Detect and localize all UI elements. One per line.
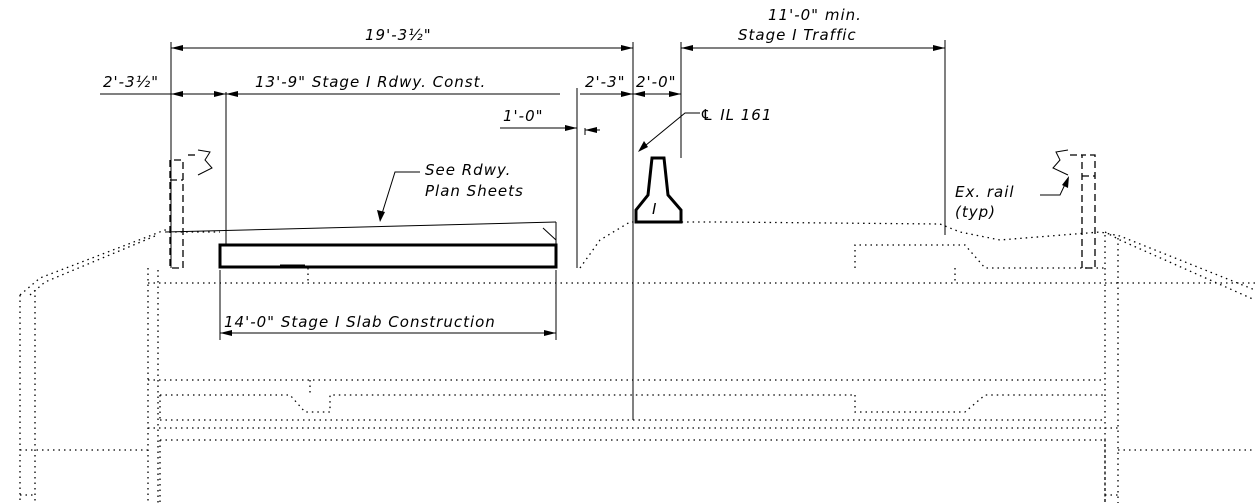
min-traffic-label: 11'-0" min. (768, 6, 862, 24)
existing-rail-label: Ex. rail (955, 183, 1015, 201)
leaders (377, 112, 1069, 222)
dimension-lines (100, 45, 945, 336)
stage-one-slab (164, 221, 558, 269)
extension-lines (170, 40, 946, 420)
see-roadway-label: See Rdwy. (425, 161, 511, 179)
gap-right-label: 2'-3" (585, 73, 626, 91)
roadway-construction-label: 13'-9" Stage I Rdwy. Const. (255, 73, 486, 91)
slab-construction-label: 14'-0" Stage I Slab Construction (224, 313, 496, 331)
barrier-mark: I (652, 200, 657, 218)
typical-label: (typ) (955, 203, 996, 221)
stage-traffic-label: Stage I Traffic (738, 26, 857, 44)
temporary-barrier (634, 156, 683, 224)
left-offset-label: 2'-3½" (103, 73, 159, 91)
existing-rail-right (1052, 149, 1096, 269)
barrier-offset-label: 2'-0" (636, 73, 677, 91)
overall-width-label: 19'-3½" (365, 26, 432, 44)
existing-rail-left (169, 149, 213, 269)
existing-structure-outline (19, 221, 1255, 503)
centerline-label: ℄ IL 161 (700, 106, 772, 124)
plan-sheets-label: Plan Sheets (425, 182, 524, 200)
one-foot-label: 1'-0" (503, 107, 544, 125)
